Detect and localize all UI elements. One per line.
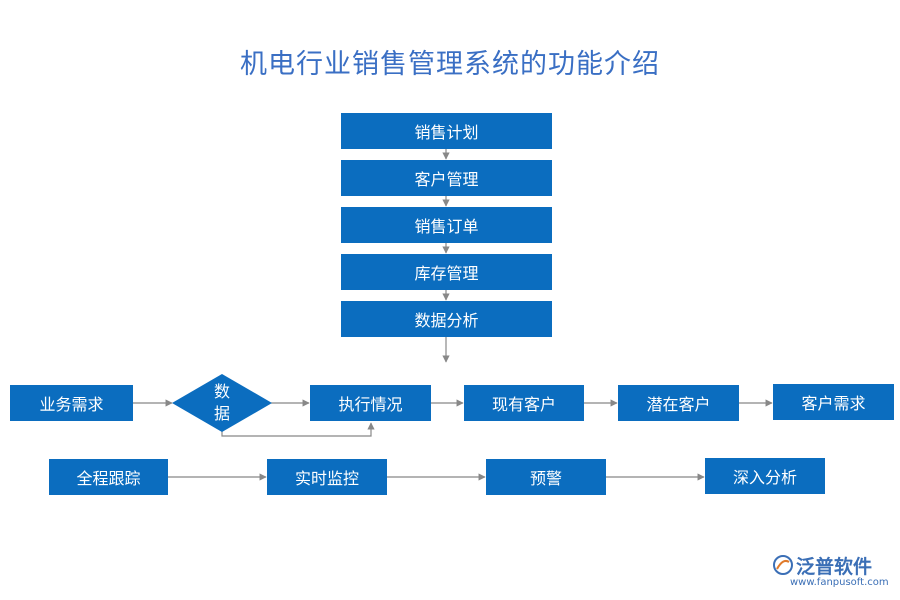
box-full-tracking: 全程跟踪 (49, 459, 168, 495)
page-title: 机电行业销售管理系统的功能介绍 (240, 49, 660, 80)
box-sales-plan: 销售计划 (341, 113, 552, 149)
decision-diamond (172, 374, 272, 432)
decision-label-line1: 数 (213, 382, 230, 401)
logo-name: 泛普软件 (796, 556, 873, 578)
box-sales-order: 销售订单 (341, 207, 552, 243)
box-realtime-monitoring: 实时监控 (267, 459, 387, 495)
box-early-warning: 预警 (486, 459, 606, 495)
box-data-analysis: 数据分析 (341, 301, 552, 337)
box-deep-analysis: 深入分析 (705, 458, 825, 494)
box-potential-customers: 潜在客户 (618, 385, 739, 421)
brand-logo: 泛普软件 www.fanpusoft.com (772, 552, 892, 592)
box-execution-status: 执行情况 (310, 385, 431, 421)
decision-label: 数 据 (207, 381, 237, 425)
logo-mark-icon (773, 555, 793, 575)
box-business-demand: 业务需求 (10, 385, 133, 421)
arrow-decision-loop (221, 422, 375, 437)
box-inventory-management: 库存管理 (341, 254, 552, 290)
box-customer-management: 客户管理 (341, 160, 552, 196)
box-existing-customers: 现有客户 (464, 385, 584, 421)
box-customer-demand: 客户需求 (773, 384, 894, 420)
logo-url: www.fanpusoft.com (790, 577, 889, 588)
decision-label-line2: 据 (213, 404, 230, 423)
